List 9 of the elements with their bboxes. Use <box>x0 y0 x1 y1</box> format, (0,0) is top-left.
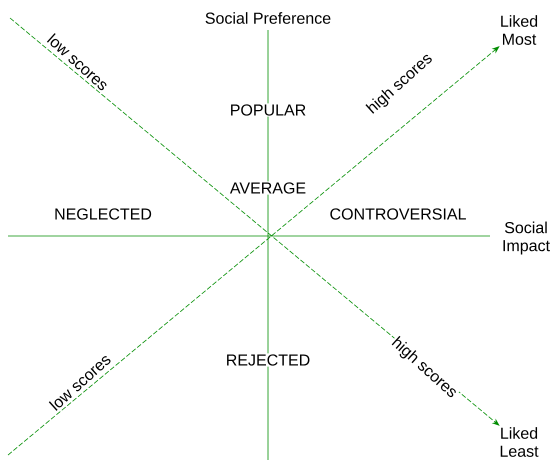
category-label: CONTROVERSIAL <box>328 207 468 221</box>
axis-label: Social Impact <box>503 222 550 254</box>
category-label: NEGLECTED <box>53 207 153 221</box>
category-label: POPULAR <box>228 103 308 117</box>
end-label: Liked Most <box>501 15 538 45</box>
axis-label: Social Preference <box>206 12 330 24</box>
end-label: Liked Least <box>500 427 538 457</box>
category-label: AVERAGE <box>228 181 308 195</box>
category-label: REJECTED <box>224 353 312 367</box>
